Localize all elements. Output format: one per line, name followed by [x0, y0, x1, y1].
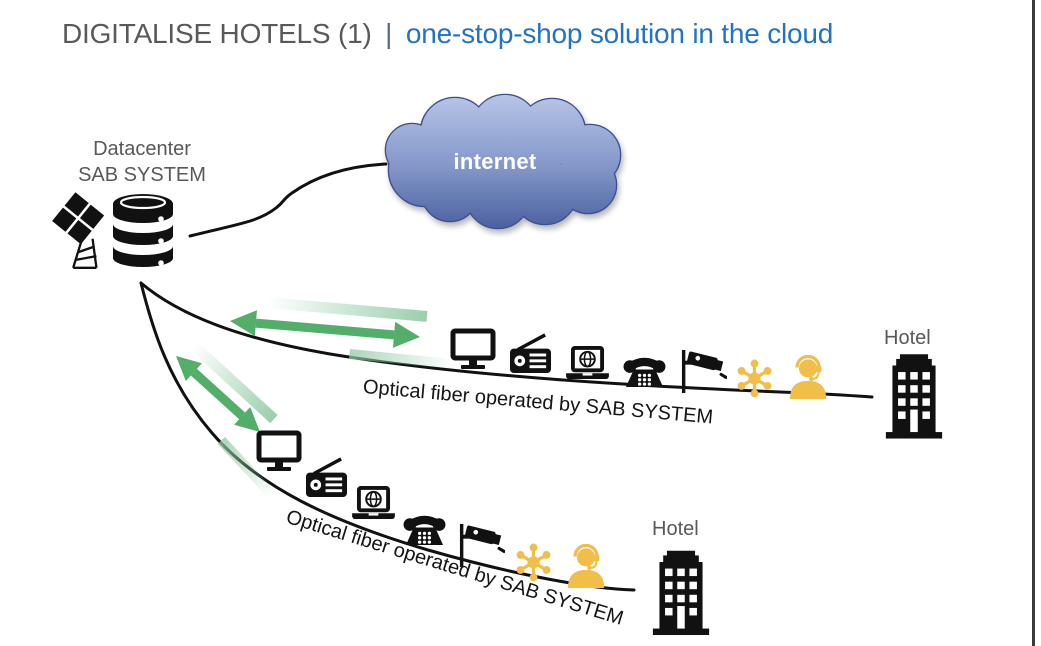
- support-agent-icon: [788, 355, 830, 399]
- hotel-2-building-icon: [651, 548, 711, 636]
- slide-title: DIGITALISE HOTELS (1) | one-stop-shop so…: [62, 18, 833, 50]
- tv-monitor-icon: [256, 430, 302, 472]
- datacenter-label-line2: SAB SYSTEM: [78, 164, 206, 186]
- laptop-internet-icon: [350, 486, 397, 521]
- two-way-arrow-2: [176, 342, 278, 499]
- title-main: DIGITALISE HOTELS (1): [62, 18, 372, 49]
- title-accent: one-stop-shop solution in the cloud: [405, 18, 834, 49]
- telephone-icon: [622, 350, 667, 389]
- fiber-line-2: [139, 281, 636, 592]
- two-way-arrow-1: [230, 297, 455, 370]
- radio-icon: [508, 332, 553, 375]
- datacenter-label: Datacenter SAB SYSTEM: [44, 136, 240, 188]
- internet-cloud: [384, 93, 622, 230]
- support-agent-icon: [566, 544, 608, 588]
- telephone-icon: [402, 508, 447, 547]
- window-edge-divider: [1032, 0, 1035, 646]
- tv-monitor-icon: [450, 328, 496, 370]
- network-hub-icon: [733, 356, 776, 399]
- cctv-camera-icon: [678, 348, 727, 395]
- satellite-dish-icon: [48, 190, 110, 270]
- hotel-1-label: Hotel: [884, 327, 931, 349]
- hotel-2-label: Hotel: [652, 518, 699, 540]
- hotel-1-building-icon: [884, 352, 944, 439]
- radio-icon: [304, 456, 349, 499]
- laptop-internet-icon: [564, 346, 611, 381]
- internet-label: internet: [453, 149, 537, 174]
- database-icon: [110, 190, 176, 274]
- datacenter-to-cloud-link: [188, 162, 388, 238]
- datacenter-label-line1: Datacenter: [93, 138, 191, 160]
- title-divider: |: [385, 18, 393, 49]
